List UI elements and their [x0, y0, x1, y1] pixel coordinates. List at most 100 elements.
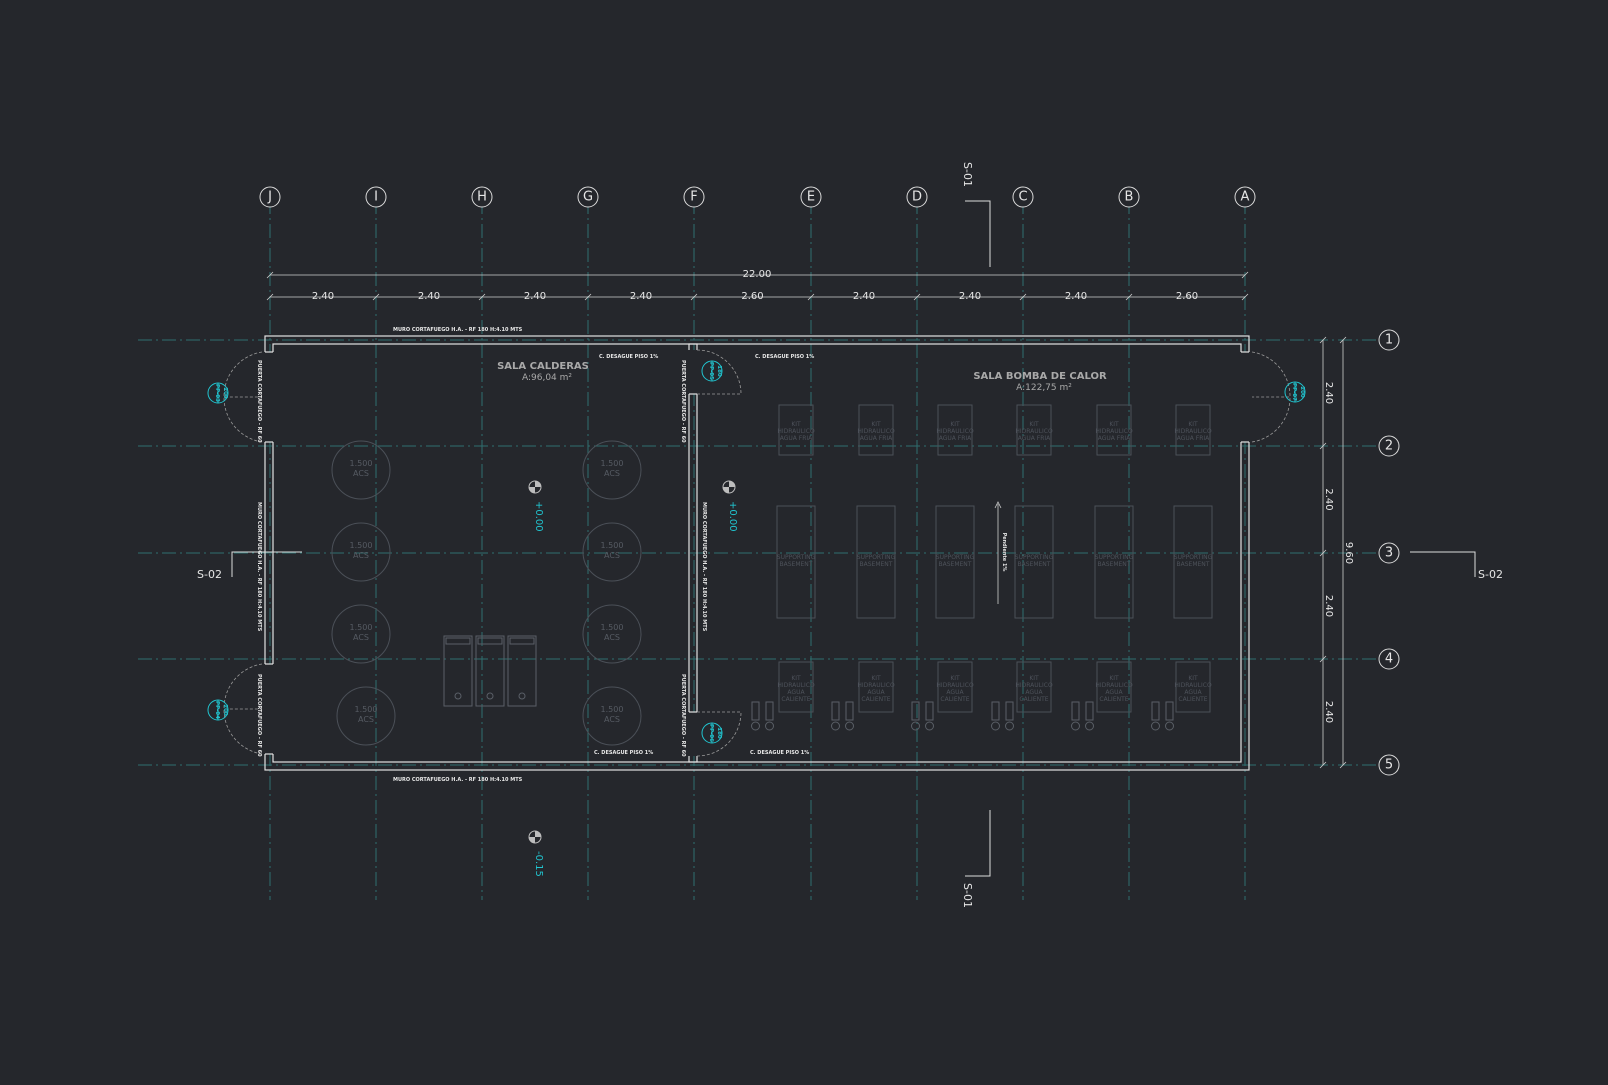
span-dimension: 2.60	[741, 291, 763, 302]
svg-text:ACS: ACS	[604, 633, 620, 642]
svg-text:HIDRAULICO: HIDRAULICO	[1095, 428, 1133, 435]
svg-text:KIT: KIT	[1029, 421, 1039, 428]
grid-col-label: D	[912, 190, 922, 205]
drain-label-2: C. DESAGUE PISO 1%	[755, 354, 814, 360]
wall-label-left: MURO CORTAFUEGO H.A. - RF 180 H:4.10 MTS	[256, 502, 262, 632]
pump	[911, 701, 920, 721]
grid-bubble-row: 2	[1378, 435, 1400, 457]
svg-text:1.500: 1.500	[601, 541, 624, 550]
pump	[751, 701, 760, 721]
svg-text:AGUA: AGUA	[867, 689, 885, 696]
svg-text:1.500: 1.500	[601, 459, 624, 468]
span-dimension: 2.40	[853, 291, 875, 302]
svg-text:AGUA FRIA: AGUA FRIA	[939, 435, 972, 442]
level-marker: +0.00	[722, 480, 738, 532]
svg-text:PP-07: PP-07	[1291, 383, 1297, 401]
svg-text:KIT: KIT	[791, 421, 801, 428]
overall-width: 22.00	[743, 269, 772, 280]
pump	[991, 701, 1000, 721]
grid-row-label: 3	[1385, 546, 1393, 561]
span-dimension: 2.40	[630, 291, 652, 302]
grid-lines	[138, 200, 1378, 900]
svg-text:180: 180	[716, 727, 722, 739]
span-dimension: 2.40	[959, 291, 981, 302]
svg-text:AGUA: AGUA	[787, 689, 805, 696]
grid-row-label: 2	[1385, 439, 1393, 454]
svg-text:KIT: KIT	[1109, 421, 1119, 428]
grid-bubble-col: A	[1234, 186, 1256, 208]
grid-bubble-col: H	[471, 186, 493, 208]
svg-text:KIT: KIT	[1188, 421, 1198, 428]
door-label-mid-top: PUERTA CORTAFUEGO - RF 60	[680, 360, 686, 443]
svg-text:PP-04: PP-04	[214, 701, 220, 719]
svg-text:KIT: KIT	[950, 675, 960, 682]
drain-label-1: C. DESAGUE PISO 1%	[599, 354, 658, 360]
door-label-left-bottom: PUERTA CORTAFUEGO - RF 60	[256, 674, 262, 757]
svg-text:200: 200	[1299, 386, 1305, 398]
svg-text:AGUA: AGUA	[946, 689, 964, 696]
svg-text:PP-06: PP-06	[708, 724, 714, 742]
wall-label-top: MURO CORTAFUEGO H.A. - RF 180 H:4.10 MTS	[393, 327, 523, 333]
svg-text:AGUA FRIA: AGUA FRIA	[780, 435, 813, 442]
svg-text:HIDRAULICO: HIDRAULICO	[1015, 682, 1053, 689]
grid-bubble-row: 4	[1378, 648, 1400, 670]
svg-text:HIDRAULICO: HIDRAULICO	[857, 428, 895, 435]
svg-text:CALIENTE: CALIENTE	[1178, 696, 1207, 703]
svg-text:HIDRAULICO: HIDRAULICO	[1095, 682, 1133, 689]
door-swings	[223, 349, 1291, 757]
span-dimension: 2.40	[312, 291, 334, 302]
svg-text:ACS: ACS	[604, 469, 620, 478]
svg-text:CALIENTE: CALIENTE	[940, 696, 969, 703]
svg-text:AGUA: AGUA	[1184, 689, 1202, 696]
section-s01-top: S-01	[961, 162, 974, 187]
grid-col-label: E	[807, 190, 815, 205]
row-dimension: 2.40	[1323, 701, 1334, 723]
svg-text:BASEMENT: BASEMENT	[1018, 561, 1051, 568]
svg-text:KIT: KIT	[1109, 675, 1119, 682]
svg-text:PP-03: PP-03	[214, 384, 220, 402]
svg-text:1.500: 1.500	[601, 705, 624, 714]
pump	[1005, 701, 1014, 721]
grid-bubble-col: I	[365, 186, 387, 208]
walls	[262, 335, 1252, 771]
grid-bubble-col: F	[683, 186, 705, 208]
wall-label-mid: MURO CORTAFUEGO H.A. - RF 180 H:4.10 MTS	[701, 502, 707, 632]
grid-bubble-col: E	[800, 186, 822, 208]
svg-text:AGUA FRIA: AGUA FRIA	[1098, 435, 1131, 442]
svg-text:ACS: ACS	[353, 551, 369, 560]
grid-col-label: A	[1241, 190, 1250, 205]
drain-label-3: C. DESAGUE PISO 1%	[594, 750, 653, 756]
grid-row-label: 4	[1385, 652, 1393, 667]
section-s02-right: S-02	[1478, 568, 1503, 581]
grid-row-label: 1	[1385, 333, 1393, 348]
level-value: -0.15	[533, 851, 544, 877]
svg-text:ACS: ACS	[358, 715, 374, 724]
pump	[1085, 701, 1094, 721]
svg-text:HIDRAULICO: HIDRAULICO	[1015, 428, 1053, 435]
slope-label: Pendiente 1%	[1001, 533, 1007, 572]
svg-text:KIT: KIT	[871, 421, 881, 428]
svg-text:AGUA: AGUA	[1105, 689, 1123, 696]
room-name-boiler: SALA CALDERAS	[497, 361, 589, 372]
svg-text:AGUA FRIA: AGUA FRIA	[1018, 435, 1051, 442]
svg-text:HIDRAULICO: HIDRAULICO	[777, 682, 815, 689]
grid-col-label: F	[690, 190, 697, 205]
svg-text:KIT: KIT	[950, 421, 960, 428]
boilers	[443, 635, 537, 707]
level-value: +0.00	[533, 501, 544, 532]
